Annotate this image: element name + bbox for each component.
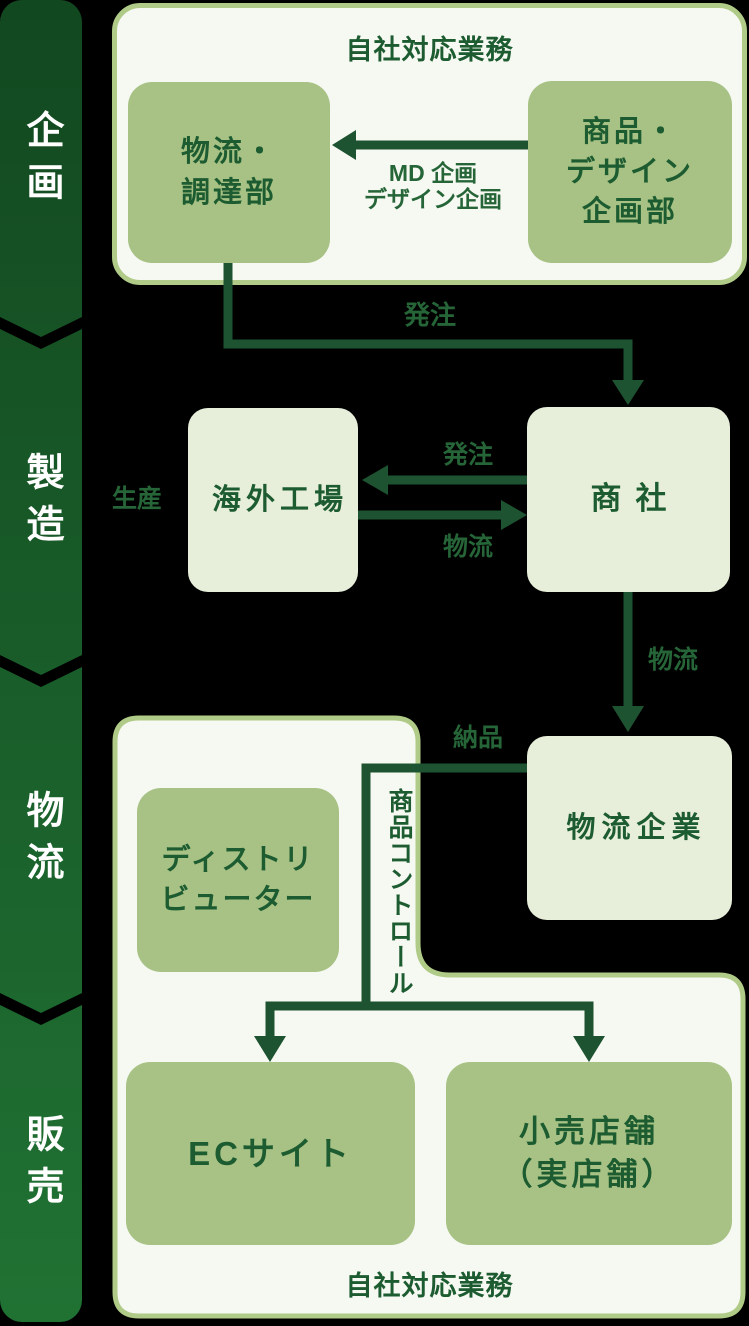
stage-logistics-label: 物流 [20,790,62,894]
node-trading-company: 商社 [527,407,730,592]
md-plan-arrow-label-line1: MD 企画 [388,160,478,186]
factory-order-arrowhead [362,465,388,495]
node-logistics-procurement-line2: 調達部 [180,176,277,209]
split-left-arrowhead [254,1036,286,1062]
node-trading-company-label: 商社 [590,481,681,517]
split-line [265,1001,594,1040]
delivery-label: 納品 [452,724,503,752]
factory-logistics-label: 物流 [442,533,493,561]
node-logistics-procurement-dept: 物流・ 調達部 [128,82,330,263]
sales-container-title: 自社対応業務 [345,1271,514,1301]
md-plan-arrowhead [332,130,356,160]
md-plan-arrow-label-line2: デザイン企画 [364,186,502,213]
node-product-design-line1: 商品・ [581,115,678,148]
node-logistics-company: 物流企業 [527,736,732,920]
node-overseas-factory: 海外工場 [188,408,358,592]
order-elbow-line [223,263,633,382]
stage-sales: 販売 [0,1005,82,1322]
node-retail-store-line2: （実店舗） [501,1156,677,1192]
order-elbow-label: 発注 [403,300,456,330]
node-retail-store: 小売店舗 （実店舗） [446,1062,732,1245]
stage-logistics: 物流 [0,667,82,1013]
planning-container-title: 自社対応業務 [345,35,514,65]
stage-planning-label: 企画 [20,109,62,214]
delivery-control-line [361,763,527,1006]
stage-manufacturing-label: 製造 [20,452,62,556]
node-ec-site: ECサイト [126,1062,415,1245]
trading-down-arrowhead [612,706,644,732]
node-logistics-procurement-line1: 物流・ [180,136,277,169]
node-distributor-line1: ディストリ [161,843,315,876]
order-elbow-arrowhead [612,380,644,405]
stage-manufacturing: 製造 [0,329,82,675]
stage-sales-label: 販売 [20,1113,62,1218]
production-label: 生産 [112,485,163,513]
product-control-label: 商品コントロール [385,788,413,996]
node-product-design-line3: 企画部 [581,196,678,228]
node-retail-store-line1: 小売店舗 [519,1113,659,1149]
node-overseas-factory-label: 海外工場 [211,483,348,516]
factory-logistics-arrowhead [501,500,527,530]
node-ec-site-label: ECサイト [188,1134,353,1172]
stage-planning: 企画 [0,0,82,337]
factory-order-label: 発注 [442,441,493,469]
split-right-arrowhead [573,1036,605,1062]
node-logistics-company-label: 物流企業 [566,811,707,844]
node-distributor-line2: ビューター [160,884,316,916]
node-distributor: ディストリ ビューター [137,788,339,972]
trading-down-label: 物流 [647,646,698,674]
node-product-design-line2: デザイン [565,155,694,188]
node-product-design-dept: 商品・ デザイン 企画部 [528,81,732,263]
md-plan-arrow-label: MD 企画 デザイン企画 [348,160,518,213]
